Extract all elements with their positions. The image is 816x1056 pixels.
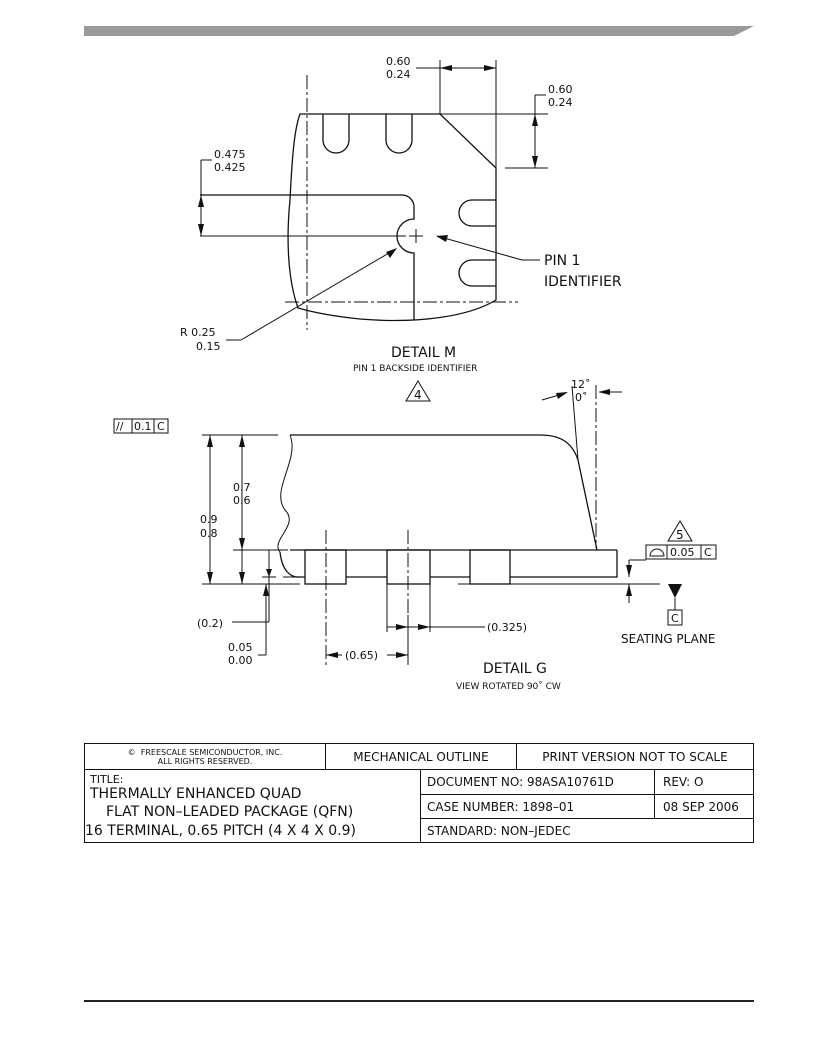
profile-datum: C — [704, 546, 712, 559]
detail-m-note: 4 — [414, 388, 422, 402]
title-line2: FLAT NON–LEADED PACKAGE (QFN) — [106, 804, 354, 821]
angle-b: 0˚ — [575, 391, 588, 404]
angle-a: 12˚ — [571, 378, 591, 391]
datum-c: C — [671, 612, 679, 625]
dim-06: 0.6 — [233, 494, 251, 507]
detail-g-subtitle: VIEW ROTATED 90˚ CW — [456, 681, 561, 692]
header-bar — [84, 26, 754, 36]
dim-09: 0.9 — [200, 513, 218, 526]
dim-top-a: 0.60 — [386, 55, 411, 68]
detail-m-title: DETAIL M — [391, 345, 456, 361]
parallel-symbol: // — [116, 420, 124, 433]
document-number: DOCUMENT NO: 98ASA10761D — [421, 770, 655, 795]
standard: STANDARD: NON–JEDEC — [427, 823, 571, 838]
parallel-datum: C — [157, 420, 165, 433]
dim-065: (0.65) — [345, 649, 378, 662]
detail-g: // 0.1 C 0.9 0.8 0. — [113, 378, 717, 692]
copyright-symbol: © — [127, 747, 136, 757]
terminal — [458, 259, 496, 287]
dim-right-a: 0.60 — [548, 83, 573, 96]
dim-02: (0.2) — [197, 617, 223, 630]
pin1-label-line1: PIN 1 — [544, 253, 580, 269]
dim-005: 0.05 — [228, 641, 253, 654]
terminal — [458, 199, 496, 227]
pin1-label-line2: IDENTIFIER — [544, 274, 622, 290]
mechanical-outline: MECHANICAL OUTLINE — [326, 744, 517, 770]
dim-000: 0.00 — [228, 654, 253, 667]
parallel-tol: 0.1 — [134, 420, 152, 433]
dim-left-a: 0.475 — [214, 148, 246, 161]
note-triangle — [405, 380, 431, 402]
case-number: CASE NUMBER: 1898–01 — [421, 795, 655, 819]
terminal — [322, 114, 350, 154]
terminal — [469, 549, 511, 585]
title-cell: TITLE: THERMALLY ENHANCED QUAD FLAT NON–… — [85, 770, 421, 842]
copyright-line2: ALL RIGHTS RESERVED. — [157, 756, 253, 766]
title-block: © FREESCALE SEMICONDUCTOR, INC. ALL RIGH… — [84, 743, 754, 843]
detail-m-subtitle: PIN 1 BACKSIDE IDENTIFIER — [353, 364, 477, 374]
print-version: PRINT VERSION NOT TO SCALE — [517, 744, 753, 770]
mechanical-drawing: 0.60 0.24 0.60 0.24 0.475 0.425 R 0.25 0… — [113, 55, 717, 692]
dim-left-b: 0.425 — [214, 161, 246, 174]
date: 08 SEP 2006 — [655, 795, 753, 819]
terminal — [385, 114, 413, 154]
revision: REV: O — [655, 770, 753, 795]
detail-g-title: DETAIL G — [483, 661, 547, 677]
title-line3: 16 TERMINAL, 0.65 PITCH (4 X 4 X 0.9) — [85, 822, 357, 839]
radius-b: 0.15 — [196, 340, 221, 353]
pin1-notch — [200, 194, 415, 320]
copyright-line1: FREESCALE SEMICONDUCTOR, INC. — [140, 747, 283, 757]
package-body — [290, 434, 598, 551]
dim-08: 0.8 — [200, 527, 218, 540]
title-line1: THERMALLY ENHANCED QUAD — [90, 786, 302, 803]
dim-top-b: 0.24 — [386, 68, 411, 81]
seating-plane: SEATING PLANE — [621, 632, 715, 646]
detail-m-outline — [287, 113, 497, 322]
copyright-cell: © FREESCALE SEMICONDUCTOR, INC. ALL RIGH… — [85, 744, 326, 770]
dim-right-b: 0.24 — [548, 96, 573, 109]
footer-rule — [84, 1000, 754, 1002]
radius-a: R 0.25 — [180, 326, 216, 339]
dim-07: 0.7 — [233, 481, 251, 494]
detail-m: 0.60 0.24 0.60 0.24 0.475 0.425 R 0.25 0… — [180, 55, 622, 402]
profile-tol: 0.05 — [670, 546, 695, 559]
title-label: TITLE: — [90, 773, 124, 787]
dim-0325: (0.325) — [487, 621, 527, 634]
detail-g-note: 5 — [676, 528, 684, 542]
